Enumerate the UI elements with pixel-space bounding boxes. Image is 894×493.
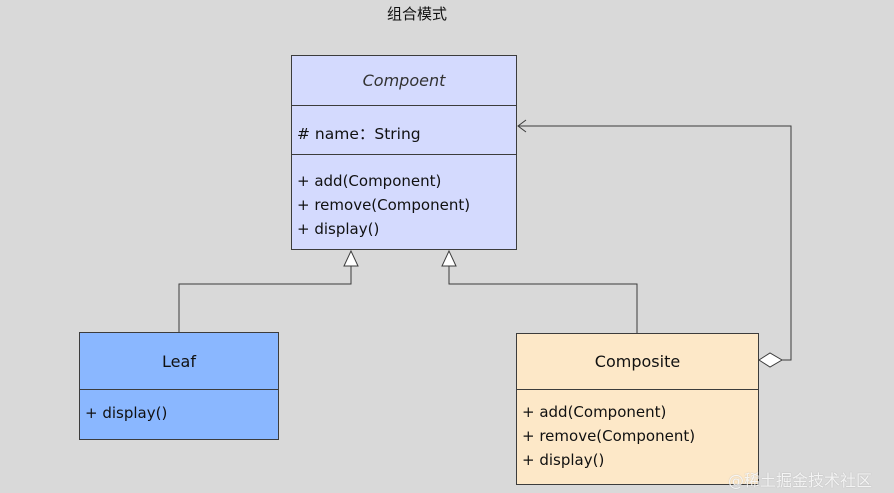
- aggregation-diamond: [758, 352, 783, 368]
- watermark-text: @稀土掘金技术社区: [728, 471, 873, 490]
- aggregation-line: [518, 125, 792, 361]
- leaf-generalization-line: [178, 266, 352, 332]
- composite-operation: + add(Component): [522, 403, 667, 421]
- leaf-class[interactable]: Leaf + display(): [79, 332, 279, 440]
- leaf-generalization-arrowhead: [343, 249, 359, 267]
- composite-operation: + remove(Component): [522, 427, 696, 445]
- leaf-class-name: Leaf: [80, 333, 278, 390]
- leaf-operations: + display(): [80, 390, 278, 425]
- component-attributes: # name：String: [292, 106, 516, 155]
- component-operation: + remove(Component): [297, 196, 471, 214]
- component-class-name: Compoent: [292, 56, 516, 106]
- component-operation: + display(): [297, 220, 380, 238]
- leaf-operation: + display(): [85, 404, 168, 422]
- composite-operations: + add(Component) + remove(Component) + d…: [517, 390, 758, 472]
- composite-class[interactable]: Composite + add(Component) + remove(Comp…: [516, 333, 759, 485]
- component-class[interactable]: Compoent # name：String + add(Component) …: [291, 55, 517, 250]
- diagram-title: 组合模式: [387, 5, 448, 23]
- composite-generalization-line: [448, 266, 638, 333]
- composite-operation: + display(): [522, 451, 605, 469]
- component-operations: + add(Component) + remove(Component) + d…: [292, 155, 516, 241]
- aggregation-arrowhead: [517, 119, 527, 133]
- component-attribute: # name：String: [297, 125, 421, 143]
- component-operation: + add(Component): [297, 172, 442, 190]
- composite-generalization-arrowhead: [441, 249, 457, 267]
- composite-class-name: Composite: [517, 334, 758, 390]
